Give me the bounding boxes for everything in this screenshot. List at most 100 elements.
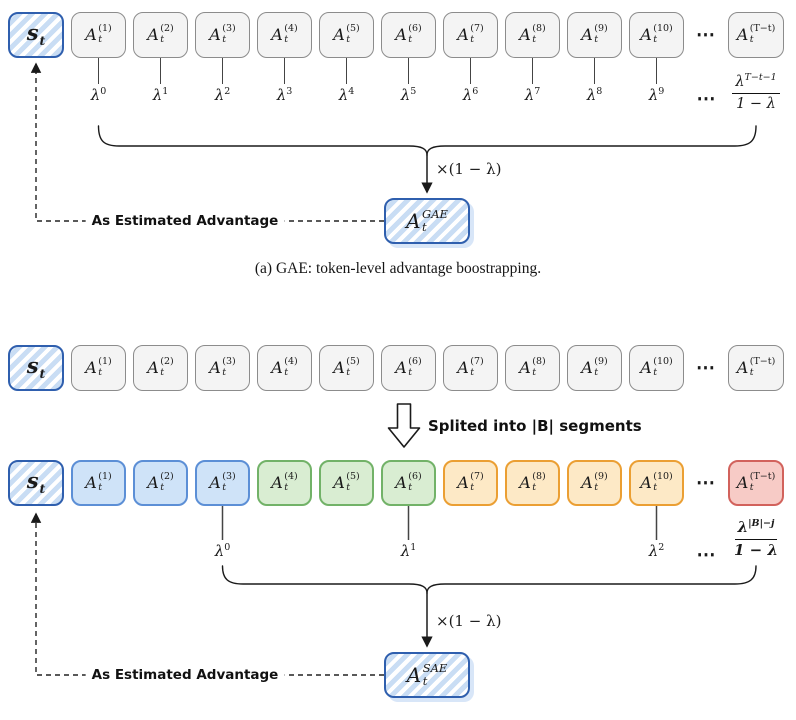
advantage-symbol: A(2)t [147, 471, 174, 493]
connector-stem [593, 58, 596, 84]
token-box: A(8)t [505, 12, 560, 58]
lambda-ellipsis: ⋯ [696, 544, 716, 566]
advantage-symbol: A(6)t [395, 471, 422, 493]
connector-stem [407, 58, 410, 84]
advantage-symbol: A(3)t [209, 356, 236, 378]
split-arrow-icon [387, 403, 421, 448]
advantage-symbol: A(8)t [519, 23, 546, 45]
advantage-symbol: A(10)t [640, 471, 673, 493]
segment-token-box: A(5)t [319, 460, 374, 506]
advantage-symbol: A(5)t [333, 356, 360, 378]
scale-label-gae: ×(1 − λ) [436, 160, 502, 178]
split-label: Splited into |B| segments [428, 417, 642, 435]
token-ellipsis: ⋯ [696, 24, 716, 46]
token-row-sae-top: st A(1)t A(2)t A(3)t A(4)t A(5)t A(6)t A… [8, 345, 784, 391]
token-box: A(9)t [567, 12, 622, 58]
advantage-symbol: A(8)t [519, 471, 546, 493]
advantage-symbol: A(6)t [395, 356, 422, 378]
last-token-box: A(T−t)t [728, 345, 784, 391]
segment-token-box: A(1)t [71, 460, 126, 506]
token-row-gae: st A(1)t A(2)t A(3)t A(4)t A(5)t A(6)t A… [8, 12, 784, 58]
token-box: A(4)t [257, 345, 312, 391]
token-box: A(6)t [381, 12, 436, 58]
token-box: A(9)t [567, 345, 622, 391]
lambda-fraction-gae: λT−t−1 1 − λ [732, 72, 780, 113]
token-box: A(1)t [71, 12, 126, 58]
token-box: A(10)t [629, 12, 684, 58]
advantage-symbol: A(9)t [581, 471, 608, 493]
lambda-term: λ4 [319, 58, 374, 104]
advantage-symbol: A(T−t)t [736, 356, 776, 378]
lambda-term: λ2 [195, 58, 250, 104]
advantage-symbol: A(3)t [209, 23, 236, 45]
token-box: A(10)t [629, 345, 684, 391]
advantage-symbol: A(4)t [271, 471, 298, 493]
token-box: A(7)t [443, 345, 498, 391]
segment-token-box: A(8)t [505, 460, 560, 506]
token-box: A(8)t [505, 345, 560, 391]
scale-label-sae: ×(1 − λ) [436, 612, 502, 630]
advantage-label-sae: As Estimated Advantage [85, 667, 285, 683]
state-symbol: st [26, 353, 46, 382]
lambda-term: λ0 [214, 542, 231, 560]
advantage-symbol: A(1)t [85, 356, 112, 378]
advantage-symbol: A(10)t [640, 23, 673, 45]
connector-stem [221, 58, 224, 84]
lambda-term: λ0 [71, 58, 126, 104]
connector-stem [469, 58, 472, 84]
advantage-symbol: A(4)t [271, 356, 298, 378]
advantage-symbol: A(10)t [640, 356, 673, 378]
advantage-symbol: A(6)t [395, 23, 422, 45]
caption-a: (a) GAE: token-level advantage boostrapp… [254, 260, 542, 277]
connector-stem [97, 58, 100, 84]
segment-token-box: A(4)t [257, 460, 312, 506]
lambda-term: λ6 [443, 58, 498, 104]
lambda-row-gae: λ0 λ1 λ2 λ3 λ4 λ5 λ6 [8, 58, 784, 113]
state-box: st [8, 12, 64, 58]
connector-stem [159, 58, 162, 84]
segment-token-box: A(6)t [381, 460, 436, 506]
token-box: A(5)t [319, 12, 374, 58]
connector-stem [655, 58, 658, 84]
advantage-symbol: A(3)t [209, 471, 236, 493]
lambda-term: λ9 [629, 58, 684, 104]
connector-stem [283, 58, 286, 84]
token-box: A(2)t [133, 345, 188, 391]
lambda-term: λ1 [400, 542, 417, 560]
advantage-symbol: A(7)t [457, 471, 484, 493]
advantage-symbol: A(5)t [333, 23, 360, 45]
gather-brace-sae [221, 565, 428, 594]
advantage-symbol: A(T−t)t [736, 23, 776, 45]
advantage-symbol: A(2)t [147, 23, 174, 45]
token-ellipsis: ⋯ [696, 357, 716, 379]
state-symbol: st [26, 20, 46, 49]
token-box: A(5)t [319, 345, 374, 391]
advantage-symbol: A(2)t [147, 356, 174, 378]
advantage-symbol: A(7)t [457, 356, 484, 378]
token-box: A(3)t [195, 345, 250, 391]
advantage-symbol: A(8)t [519, 356, 546, 378]
segment-token-box: A(2)t [133, 460, 188, 506]
lambda-fraction-sae: λ|B|−j 1 − λ [734, 518, 778, 559]
state-box: st [8, 345, 64, 391]
lambda-term: λ3 [257, 58, 312, 104]
segment-token-box: A(10)t [629, 460, 684, 506]
lambda-term: λ7 [505, 58, 560, 104]
state-box: st [8, 460, 64, 506]
gather-brace-gae [97, 125, 428, 156]
state-symbol: st [26, 468, 46, 497]
advantage-symbol: A(7)t [457, 23, 484, 45]
advantage-symbol: A(9)t [581, 23, 608, 45]
connector-stem [531, 58, 534, 84]
last-token-box: A(T−t)t [728, 460, 784, 506]
token-box: A(4)t [257, 12, 312, 58]
token-ellipsis: ⋯ [696, 472, 716, 494]
advantage-symbol: A(1)t [85, 23, 112, 45]
token-box: A(3)t [195, 12, 250, 58]
advantage-feedback-path-sae [30, 512, 384, 676]
lambda-term: λ1 [133, 58, 188, 104]
